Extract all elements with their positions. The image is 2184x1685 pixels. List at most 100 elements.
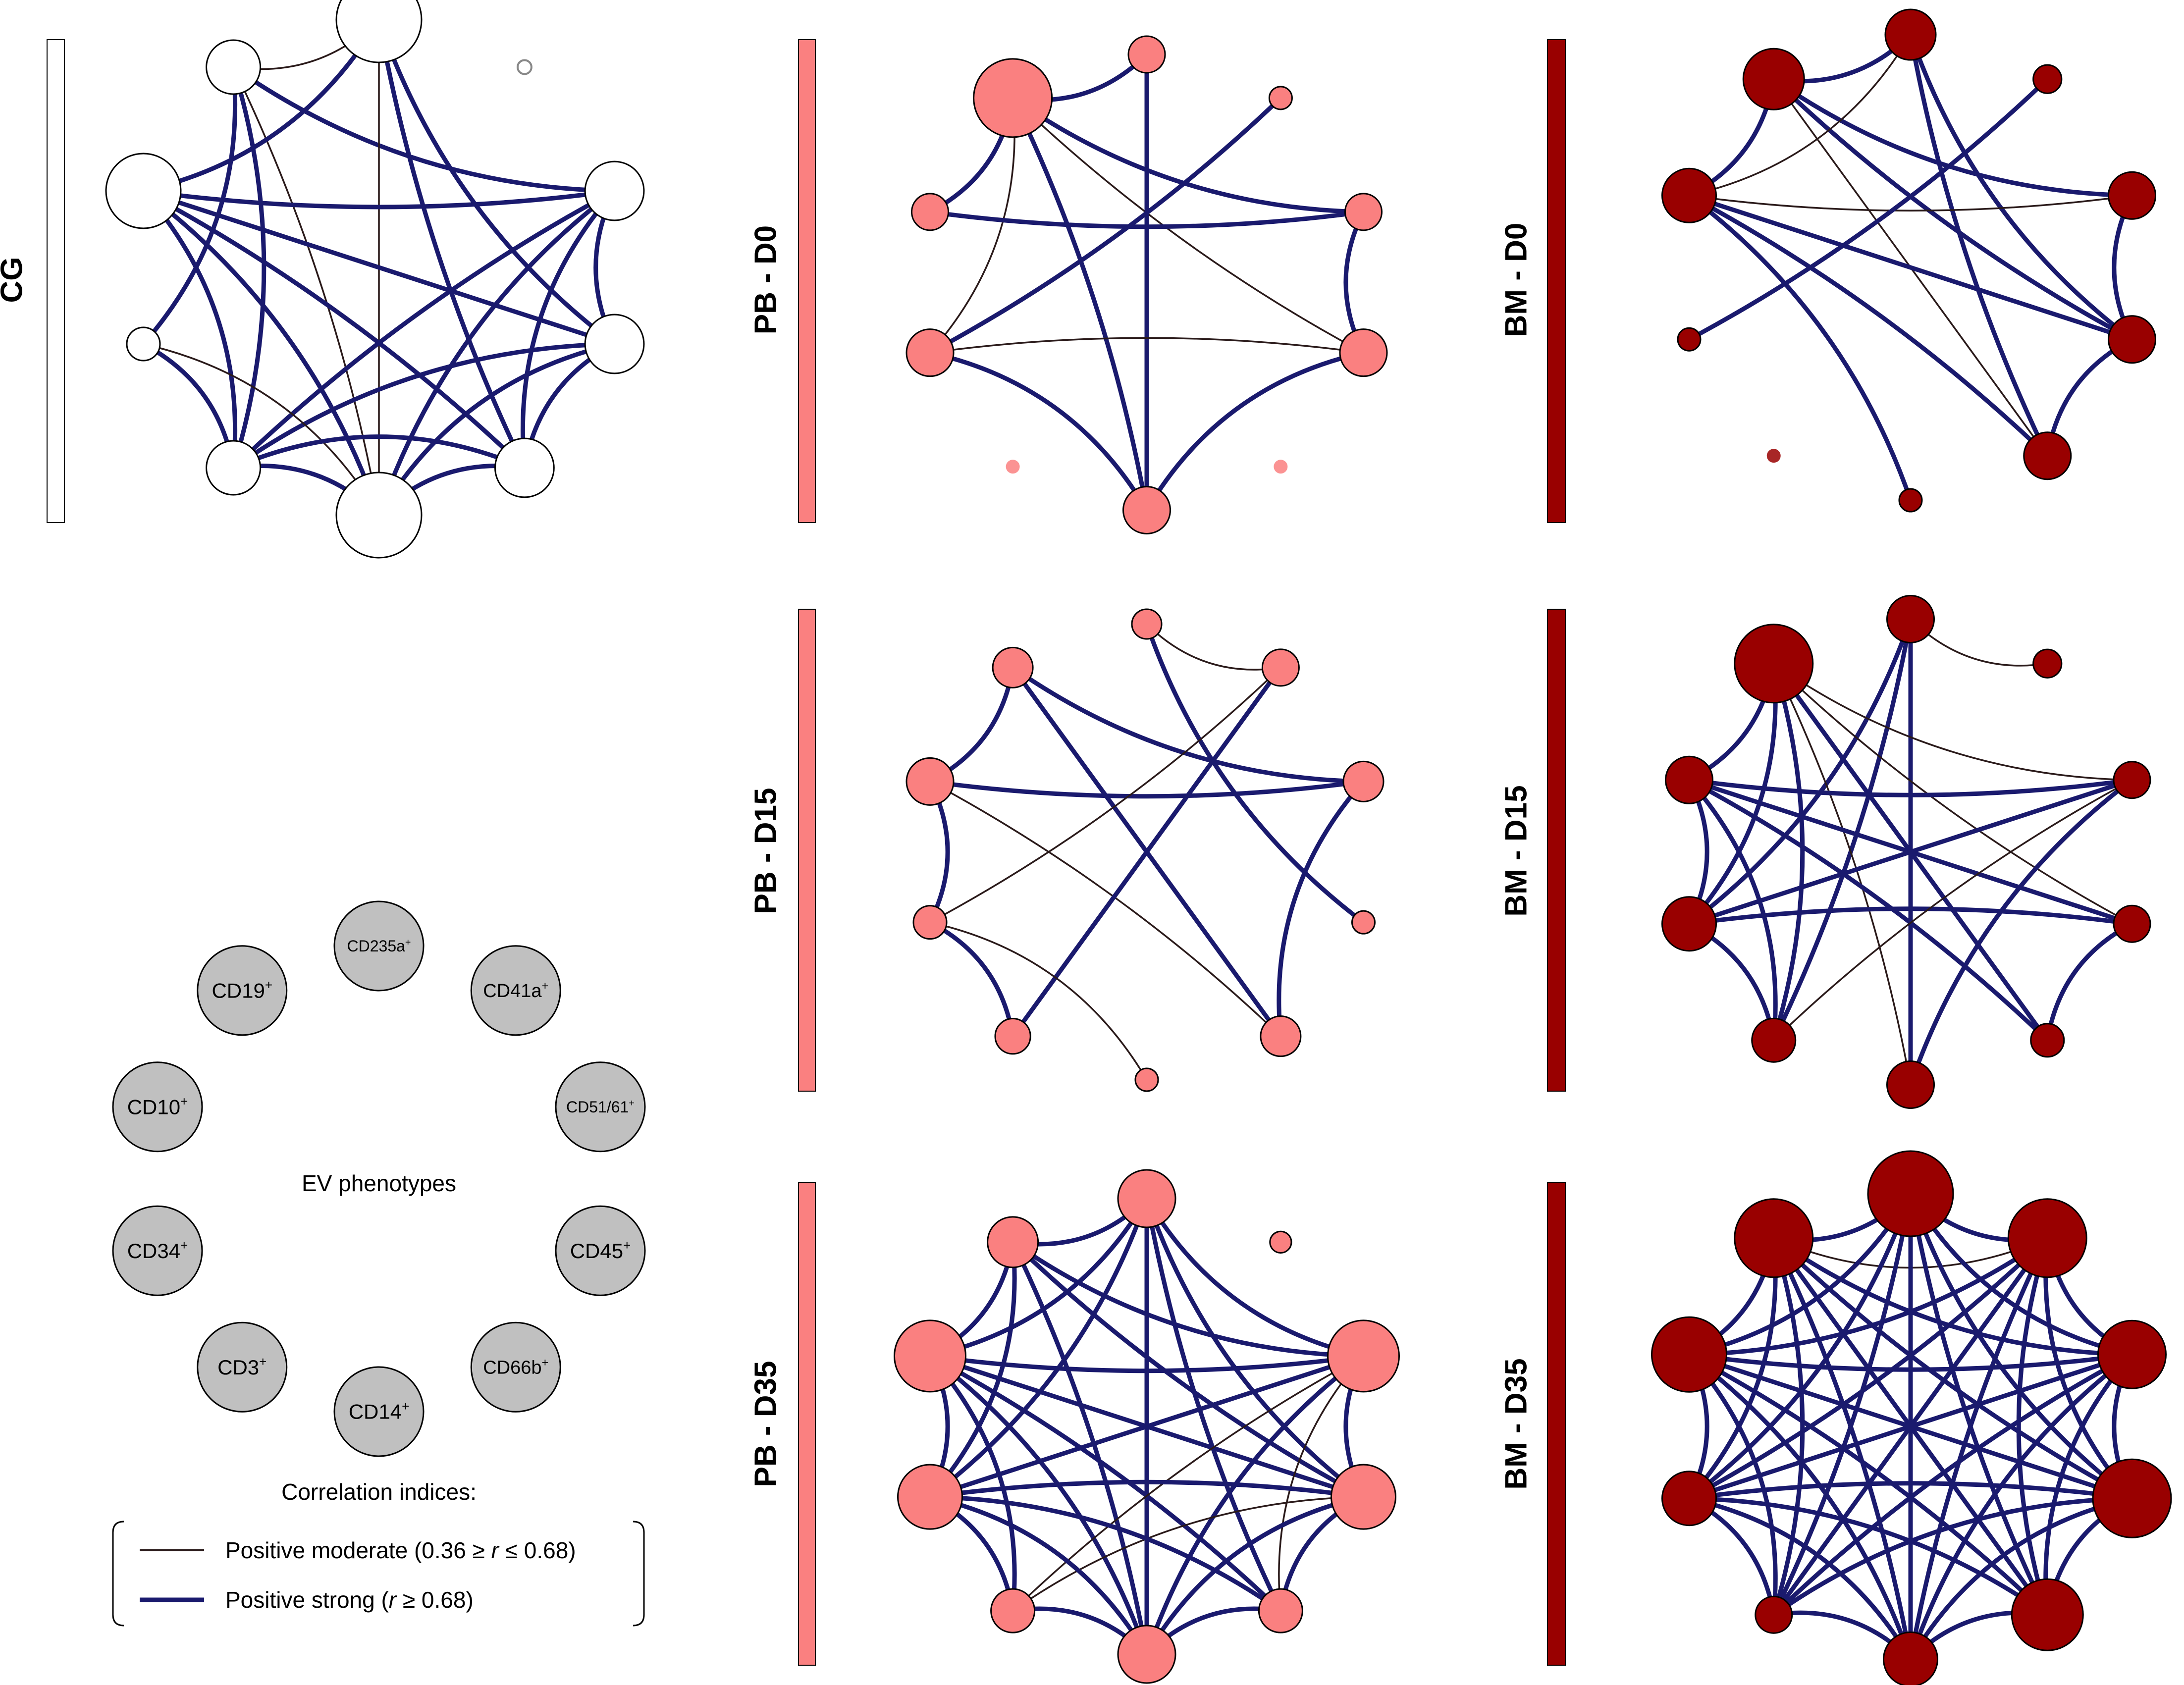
node-cd235a <box>1117 1169 1176 1228</box>
strong-correlation-edge <box>142 189 527 470</box>
phenotype-label: CD3+ <box>217 1354 266 1379</box>
group-color-bar <box>1547 609 1566 1092</box>
node-cd66b <box>2023 431 2072 480</box>
node-cd10 <box>1665 755 1714 804</box>
node-cd45 <box>2092 1458 2172 1538</box>
strong-correlation-edge <box>232 65 615 193</box>
strong-correlation-edge <box>232 342 615 470</box>
panel-pb-d0: PB - D0 <box>748 35 1388 534</box>
moderate-correlation-edge <box>232 66 380 516</box>
strong-correlation-edge <box>1688 194 1913 501</box>
node-cd14 <box>335 472 423 559</box>
strong-correlation-edge <box>1908 1193 2133 1500</box>
node-cd235a <box>1867 1150 1954 1237</box>
node-cd45 <box>584 314 645 374</box>
moderate-correlation-edge <box>1146 623 1281 671</box>
node-cd51-61 <box>2097 1319 2167 1389</box>
node-cd3 <box>1006 460 1020 474</box>
group-color-bar <box>47 39 65 523</box>
nodes <box>105 0 645 559</box>
moderate-correlation-edge <box>1012 97 1364 354</box>
node-cd45 <box>1339 328 1388 377</box>
nodes <box>906 35 1388 534</box>
strong-edge-label: Positive strong (r ≥ 0.68) <box>225 1587 474 1613</box>
phenotype-circle <box>112 1061 203 1153</box>
node-cd19 <box>1734 1198 1814 1278</box>
correlation-legend-bracket-right <box>633 1521 645 1627</box>
strong-correlation-edge <box>929 1479 1364 1499</box>
strong-correlation-edge <box>376 19 616 346</box>
strong-correlation-edge <box>1772 1496 2132 1617</box>
strong-correlation-edge <box>1688 1193 1913 1500</box>
node-cd10 <box>906 757 955 806</box>
strong-correlation-edge <box>1011 666 1283 1038</box>
phenotype-label: CD34+ <box>127 1238 188 1263</box>
group-color-bar <box>1547 1182 1566 1666</box>
edges <box>142 18 617 517</box>
node-cd19 <box>1734 624 1814 704</box>
node-cd3 <box>1755 1595 1793 1634</box>
strong-correlation-edge <box>1772 77 2133 342</box>
strong-correlation-edge <box>2045 922 2133 1041</box>
strong-correlation-edge <box>1689 1496 1913 1661</box>
strong-correlation-edge <box>929 210 1364 229</box>
phenotype-circle <box>333 900 425 992</box>
nodes <box>1661 595 2151 1109</box>
strong-correlation-edge <box>376 189 616 516</box>
panel-bm-d0: BM - D0 <box>1499 8 2156 523</box>
node-cd235a <box>1884 8 1937 61</box>
strong-correlation-edge <box>1772 1352 2133 1617</box>
panel-label: PB - D15 <box>748 788 783 914</box>
node-cd66b <box>2030 1023 2065 1058</box>
strong-correlation-edge <box>520 189 616 468</box>
node-cd51-61 <box>1327 1319 1400 1393</box>
group-color-bar <box>1547 39 1566 523</box>
strong-correlation-edge <box>1012 1240 1364 1359</box>
strong-correlation-edge <box>376 19 527 469</box>
strong-correlation-edge <box>929 350 1149 512</box>
nodes <box>1661 8 2156 513</box>
node-cd41a <box>1269 1230 1292 1254</box>
node-cd19 <box>1742 48 1805 110</box>
edges <box>928 623 1365 1080</box>
strong-correlation-edge <box>1908 1353 2133 1660</box>
strong-correlation-edge <box>1909 1496 2132 1661</box>
moderate-correlation-edge <box>143 343 380 516</box>
strong-correlation-edge <box>231 66 266 469</box>
node-cd66b <box>1274 460 1288 474</box>
node-cd41a <box>516 59 533 75</box>
node-cd45 <box>2113 904 2151 943</box>
strong-correlation-edge <box>1688 193 2049 458</box>
strong-correlation-edge <box>1689 778 2132 797</box>
moderate-correlation-edge <box>1689 34 1912 197</box>
strong-correlation-edge <box>1688 618 1913 926</box>
node-cd45 <box>1330 1464 1396 1530</box>
strong-correlation-edge <box>1145 1494 1364 1656</box>
strong-correlation-edge <box>143 189 615 346</box>
phenotype-cd51-61: CD51/61+ <box>555 1061 646 1153</box>
edges <box>1687 1192 2134 1661</box>
phenotype-legend: CD235a+CD41a+CD51/61+CD45+CD66b+CD14+CD3… <box>112 900 646 1457</box>
phenotype-cd3: CD3+ <box>197 1321 288 1413</box>
node-cd19 <box>992 646 1034 688</box>
node-cd235a <box>335 0 423 63</box>
strong-correlation-edge <box>1908 34 2133 341</box>
strong-correlation-edge <box>1277 780 1365 1037</box>
strong-correlation-edge <box>2043 1353 2134 1615</box>
strong-correlation-edge <box>929 920 1015 1037</box>
strong-correlation-edge <box>1689 1481 2132 1501</box>
node-cd10 <box>894 1319 967 1393</box>
phenotype-label: CD10+ <box>127 1094 188 1119</box>
moderate-correlation-edge <box>930 921 1148 1080</box>
node-cd51-61 <box>584 160 645 221</box>
phenotype-cd235a: CD235a+ <box>333 900 425 992</box>
nodes <box>1651 1150 2172 1685</box>
node-cd235a <box>1131 608 1163 640</box>
nodes <box>894 1169 1400 1684</box>
moderate-correlation-edge <box>1278 1355 1364 1611</box>
strong-correlation-edge <box>1012 666 1364 784</box>
phenotype-circle <box>470 945 561 1036</box>
node-cd45 <box>1351 910 1376 935</box>
